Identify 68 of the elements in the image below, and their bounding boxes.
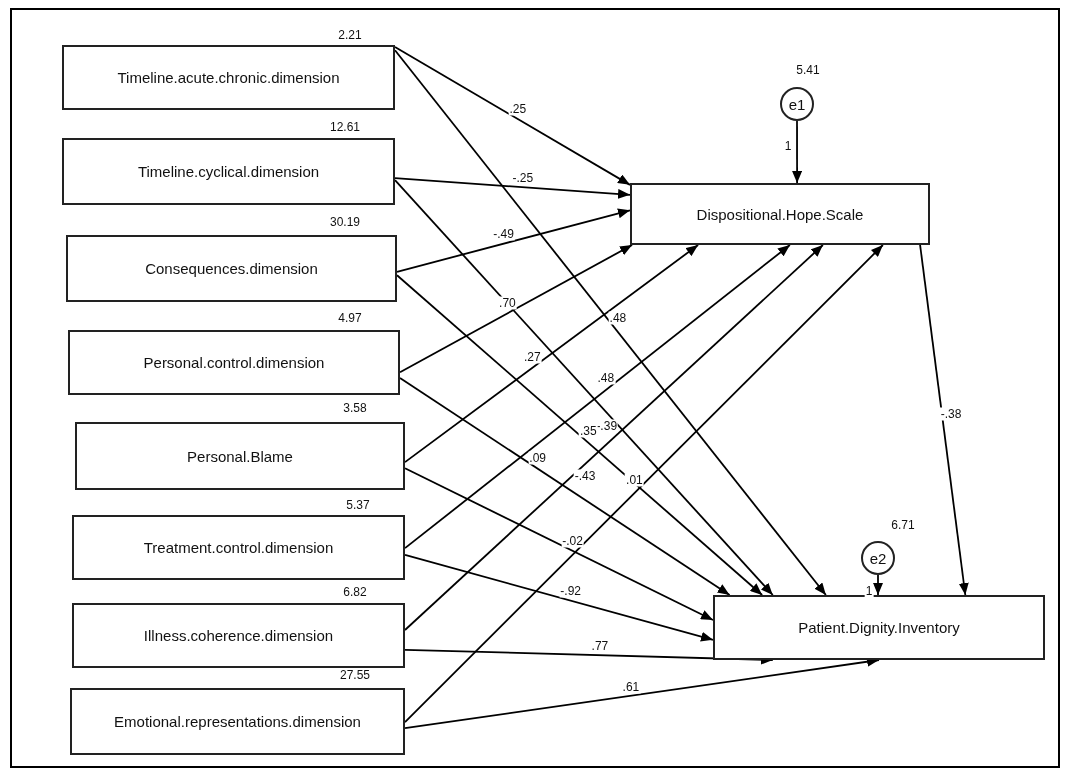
edge-label: -.43 xyxy=(573,469,597,483)
path-arrow xyxy=(792,120,803,184)
variance-value: 6.71 xyxy=(891,518,915,532)
variable-name: Emotional.representations.dimension xyxy=(114,713,361,730)
variance-value: 30.19 xyxy=(330,215,360,229)
variable-name: Patient.Dignity.Inventory xyxy=(798,619,960,636)
path-arrow xyxy=(404,554,714,642)
path-arrow xyxy=(394,177,631,199)
variable-box xyxy=(68,330,400,395)
variance-value: 6.82 xyxy=(343,585,367,599)
edge-label: .77 xyxy=(590,639,610,653)
path-arrow xyxy=(394,49,827,596)
path-arrow xyxy=(919,244,969,596)
edge-label: .25 xyxy=(508,102,528,116)
variable-box xyxy=(66,235,397,302)
edge-label: 1 xyxy=(864,584,874,598)
variable-box xyxy=(62,138,395,205)
variable-box xyxy=(62,45,395,110)
edge-label: .01 xyxy=(625,473,644,487)
variable-name: Timeline.acute.chronic.dimension xyxy=(117,69,340,86)
variable-name: Consequences.dimension xyxy=(145,260,318,277)
path-arrow xyxy=(396,208,631,273)
variance-value: 5.41 xyxy=(796,63,820,77)
variance-value: 2.21 xyxy=(338,28,362,42)
path-arrow xyxy=(873,574,883,596)
path-arrow xyxy=(404,244,824,631)
error-term-circle xyxy=(780,87,814,121)
edge-label: .48 xyxy=(596,371,616,385)
variance-value: 27.55 xyxy=(340,668,370,682)
path-arrow xyxy=(404,244,699,463)
edge-label: .09 xyxy=(528,451,547,465)
edge-label: 1 xyxy=(783,139,793,153)
variable-name: Personal.control.dimension xyxy=(143,354,325,371)
variable-name: Personal.Blame xyxy=(187,447,293,465)
variable-box xyxy=(72,515,405,580)
variance-value: 5.37 xyxy=(346,498,370,512)
error-term-label: e1 xyxy=(788,95,806,113)
variable-box xyxy=(70,688,405,755)
path-arrow xyxy=(399,377,731,596)
variance-value: 12.61 xyxy=(330,120,360,134)
variable-name: Dispositional.Hope.Scale xyxy=(696,205,864,223)
edge-label: -.02 xyxy=(561,534,584,548)
edge-label: -.25 xyxy=(511,171,535,185)
variable-box xyxy=(72,603,405,668)
path-arrow xyxy=(399,244,633,374)
variable-name: Illness.coherence.dimension xyxy=(143,627,334,644)
variable-name: Timeline.cyclical.dimension xyxy=(137,163,320,180)
edge-label: -.49 xyxy=(492,227,515,241)
variance-value: 3.58 xyxy=(343,401,367,415)
variable-box xyxy=(75,422,405,490)
path-arrow xyxy=(396,274,764,596)
error-term-circle xyxy=(861,541,895,575)
path-arrow xyxy=(404,244,791,550)
edge-label: .61 xyxy=(621,680,641,694)
variance-value: 4.97 xyxy=(338,311,362,325)
path-arrow xyxy=(394,46,631,186)
variable-box xyxy=(713,595,1045,660)
edge-label: .48 xyxy=(608,311,628,325)
edge-label: -.92 xyxy=(559,584,583,598)
path-arrow xyxy=(404,467,714,621)
edge-label: .70 xyxy=(498,296,517,310)
edge-label: .27 xyxy=(522,350,542,364)
variable-name: Treatment.control.dimension xyxy=(143,539,334,556)
variable-box xyxy=(630,183,930,245)
error-term-label: e2 xyxy=(869,549,887,567)
path-arrow xyxy=(404,244,884,724)
edge-label: -.38 xyxy=(939,407,963,421)
path-arrow xyxy=(394,179,774,596)
